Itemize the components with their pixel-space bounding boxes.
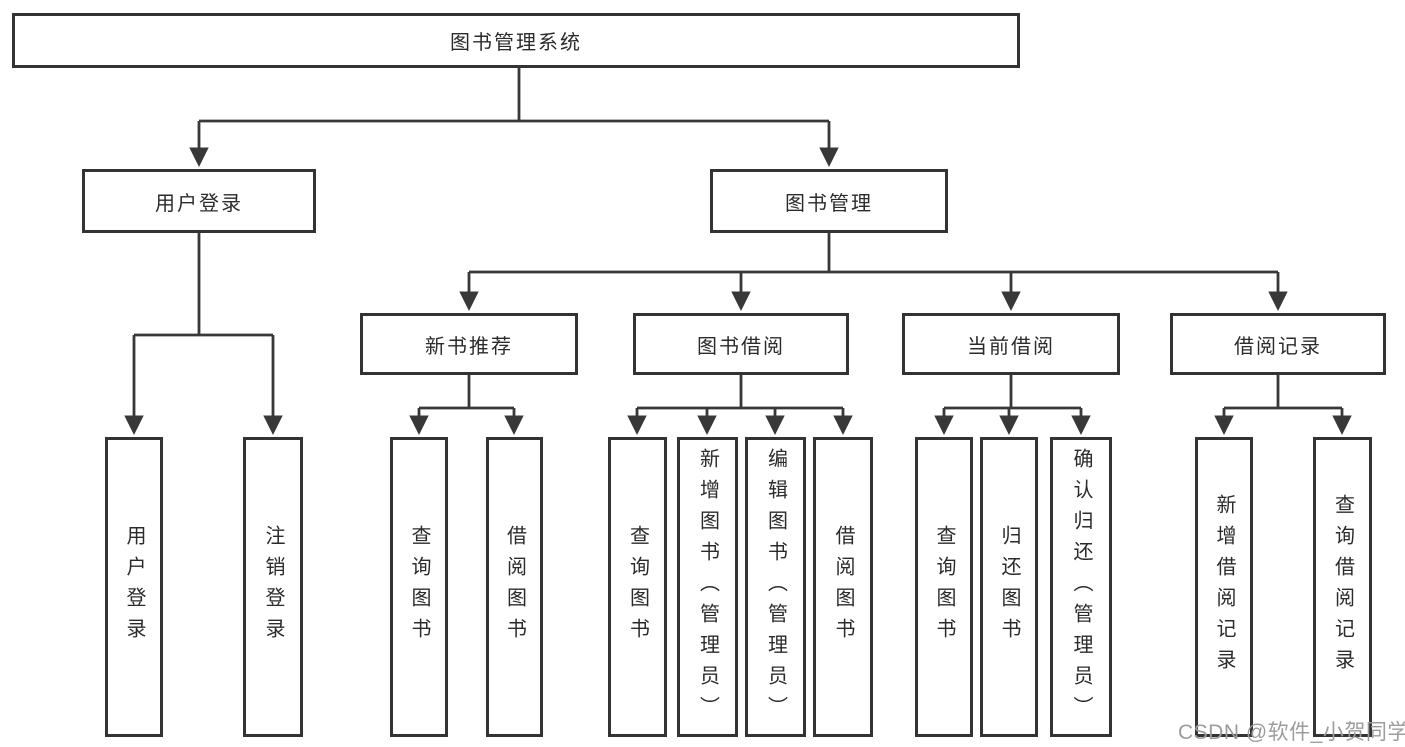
connector-mgmt-to-sections [459,233,1288,311]
leaf-label: 用户登录 [123,525,145,649]
leaf-query-books-2: 查询图书 [608,437,667,737]
leaf-borrow-books-1: 借阅图书 [486,437,543,737]
leaf-add-borrow-record: 新增借阅记录 [1195,437,1253,737]
node-root-system: 图书管理系统 [12,13,1020,68]
node-borrow-records: 借阅记录 [1170,313,1386,375]
connector-newbooks-to-leaves [409,375,524,435]
connector-current-to-leaves [934,375,1091,435]
leaf-label: 查询图书 [626,525,649,649]
leaf-user-login: 用户登录 [105,437,163,737]
leaf-label: 借阅图书 [832,525,854,649]
connector-records-to-leaves [1214,375,1352,435]
leaf-label: 编辑图书（管理员） [764,447,787,727]
leaf-label: 借阅图书 [503,525,526,649]
leaf-confirm-return-admin: 确认归还（管理员） [1050,437,1112,737]
leaf-add-books-admin: 新增图书（管理员） [677,437,738,737]
node-user-login: 用户登录 [82,169,316,233]
leaf-logout: 注销登录 [243,437,303,737]
node-current-borrow: 当前借阅 [902,313,1120,375]
connector-login-to-leaves [124,233,283,435]
node-new-book-recommend: 新书推荐 [360,313,578,375]
leaf-borrow-books-2: 借阅图书 [813,437,873,737]
leaf-label: 查询借阅记录 [1331,494,1354,680]
leaf-label: 确认归还（管理员） [1070,447,1092,727]
leaf-edit-books-admin: 编辑图书（管理员） [745,437,806,737]
leaf-label: 新增图书（管理员） [696,447,719,727]
connector-root-to-level2 [189,68,839,167]
leaf-label: 新增借阅记录 [1213,494,1235,680]
leaf-query-books-3: 查询图书 [915,437,973,737]
leaf-label: 查询图书 [408,525,430,649]
node-book-borrow: 图书借阅 [633,313,849,375]
node-book-management: 图书管理 [710,169,948,233]
leaf-return-books: 归还图书 [980,437,1038,737]
leaf-label: 归还图书 [998,525,1020,649]
csdn-watermark: CSDN @软件_小贺同学 [1178,721,1405,744]
connector-borrow-to-leaves [627,375,853,435]
leaf-label: 查询图书 [933,525,955,649]
leaf-query-borrow-record: 查询借阅记录 [1313,437,1372,737]
leaf-label: 注销登录 [262,525,284,649]
leaf-query-books-1: 查询图书 [390,437,448,737]
